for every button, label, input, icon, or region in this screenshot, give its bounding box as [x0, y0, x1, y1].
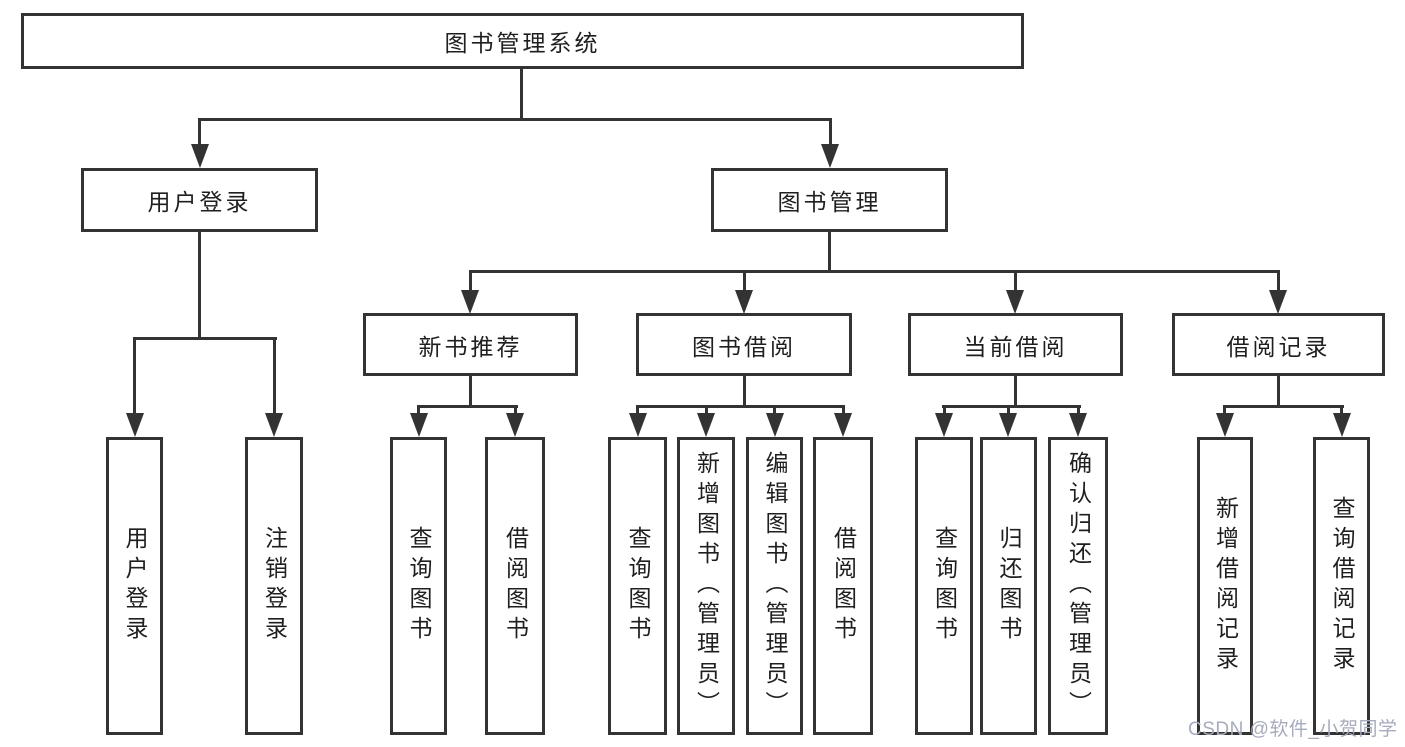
connector-current-borrow-stem	[1014, 376, 1017, 408]
connector-drop-level3	[743, 270, 746, 294]
leaf-borrow-books-2: 借阅图书	[813, 437, 873, 735]
connector-drop-leaf	[1077, 405, 1080, 417]
connector-book-management-crossbar	[469, 270, 1280, 273]
connector-drop-leaf	[705, 405, 708, 417]
arrow-down-icon	[1216, 413, 1234, 437]
connector-borrow-records-stem	[1277, 376, 1280, 408]
node-user-login-label: 用户登录	[147, 189, 252, 215]
node-book-management: 图书管理	[711, 168, 948, 232]
node-user-login: 用户登录	[81, 168, 318, 232]
connector-book-borrow-stem	[743, 376, 746, 408]
node-library-system-label: 图书管理系统	[444, 30, 601, 56]
connector-drop-leaf	[273, 337, 276, 417]
arrow-down-icon	[999, 413, 1017, 437]
connector-drop-book-management	[829, 118, 832, 148]
arrow-down-icon	[1269, 290, 1287, 314]
connector-drop-level3	[1014, 270, 1017, 294]
connector-drop-leaf	[1223, 405, 1226, 417]
connector-user-login-crossbar	[133, 337, 277, 340]
connector-drop-level3	[469, 270, 472, 294]
connector-drop-leaf	[133, 337, 136, 417]
connector-borrow-records-crossbar	[1223, 405, 1344, 408]
leaf-borrow-books-recommend: 借阅图书	[485, 437, 545, 735]
leaf-add-borrow-record: 新增借阅记录	[1197, 437, 1253, 735]
connector-drop-leaf	[1007, 405, 1010, 417]
leaf-query-books-current: 查询图书	[915, 437, 973, 735]
connector-book-borrow-crossbar	[636, 405, 845, 408]
leaf-add-book-admin: 新增图书（管理员）	[677, 437, 735, 735]
node-book-borrow: 图书借阅	[636, 313, 852, 376]
connector-drop-leaf	[943, 405, 946, 417]
leaf-edit-book-admin-label: 编辑图书（管理员）	[762, 451, 788, 721]
leaf-edit-book-admin: 编辑图书（管理员）	[746, 437, 803, 735]
leaf-borrow-books-recommend-label: 借阅图书	[502, 526, 529, 646]
arrow-down-icon	[461, 290, 479, 314]
connector-drop-leaf	[636, 405, 639, 417]
connector-drop-leaf	[1340, 405, 1343, 417]
leaf-logout-login: 注销登录	[245, 437, 303, 735]
arrow-down-icon	[821, 144, 839, 168]
connector-root-stem	[520, 69, 523, 121]
leaf-return-books: 归还图书	[980, 437, 1037, 735]
arrow-down-icon	[1006, 290, 1024, 314]
leaf-confirm-return-admin: 确认归还（管理员）	[1048, 437, 1108, 735]
leaf-add-borrow-record-label: 新增借阅记录	[1212, 496, 1239, 676]
leaf-query-books-borrow: 查询图书	[608, 437, 667, 735]
node-book-borrow-label: 图书借阅	[692, 333, 796, 360]
csdn-watermark: CSDN @软件_小贺同学	[1188, 719, 1398, 740]
connector-current-borrow-crossbar	[942, 405, 1081, 408]
arrow-down-icon	[1069, 413, 1087, 437]
node-current-borrow: 当前借阅	[908, 313, 1123, 376]
connector-book-management-stem	[828, 232, 831, 273]
leaf-confirm-return-admin-label: 确认归还（管理员）	[1065, 451, 1092, 721]
node-current-borrow-label: 当前借阅	[963, 333, 1068, 360]
arrow-down-icon	[191, 144, 209, 168]
leaf-query-borrow-record-label: 查询借阅记录	[1329, 496, 1355, 676]
arrow-down-icon	[126, 413, 144, 437]
leaf-borrow-books-2-label: 借阅图书	[830, 526, 857, 646]
connector-drop-level3	[1277, 270, 1280, 294]
arrow-down-icon	[766, 413, 784, 437]
node-book-management-label: 图书管理	[777, 189, 882, 215]
arrow-down-icon	[265, 413, 283, 437]
connector-drop-leaf	[773, 405, 776, 417]
arrow-down-icon	[629, 413, 647, 437]
node-borrow-records: 借阅记录	[1172, 313, 1385, 376]
arrow-down-icon	[735, 290, 753, 314]
connector-drop-leaf	[514, 405, 517, 417]
connector-drop-leaf	[842, 405, 845, 417]
node-borrow-records-label: 借阅记录	[1226, 333, 1331, 360]
leaf-query-borrow-record: 查询借阅记录	[1313, 437, 1370, 735]
leaf-query-books-borrow-label: 查询图书	[625, 526, 651, 646]
arrow-down-icon	[935, 413, 953, 437]
leaf-logout-login-label: 注销登录	[261, 526, 288, 646]
node-new-book-recommend-label: 新书推荐	[418, 333, 523, 360]
connector-drop-user-login	[198, 118, 201, 148]
connector-user-login-stem	[198, 232, 201, 340]
leaf-user-login-label: 用户登录	[122, 526, 148, 646]
leaf-query-books-recommend-label: 查询图书	[406, 526, 432, 646]
connector-drop-leaf	[417, 405, 420, 417]
arrow-down-icon	[697, 413, 715, 437]
node-new-book-recommend: 新书推荐	[363, 313, 578, 376]
leaf-user-login: 用户登录	[106, 437, 163, 735]
arrow-down-icon	[834, 413, 852, 437]
arrow-down-icon	[506, 413, 524, 437]
connector-new-book-stem	[469, 376, 472, 408]
connector-new-book-crossbar	[417, 405, 518, 408]
connector-root-crossbar	[199, 118, 832, 121]
leaf-return-books-label: 归还图书	[996, 526, 1022, 646]
leaf-query-books-current-label: 查询图书	[931, 526, 958, 646]
leaf-add-book-admin-label: 新增图书（管理员）	[693, 451, 720, 721]
leaf-query-books-recommend: 查询图书	[390, 437, 447, 735]
arrow-down-icon	[1333, 413, 1351, 437]
arrow-down-icon	[410, 413, 428, 437]
node-library-system: 图书管理系统	[21, 13, 1024, 69]
